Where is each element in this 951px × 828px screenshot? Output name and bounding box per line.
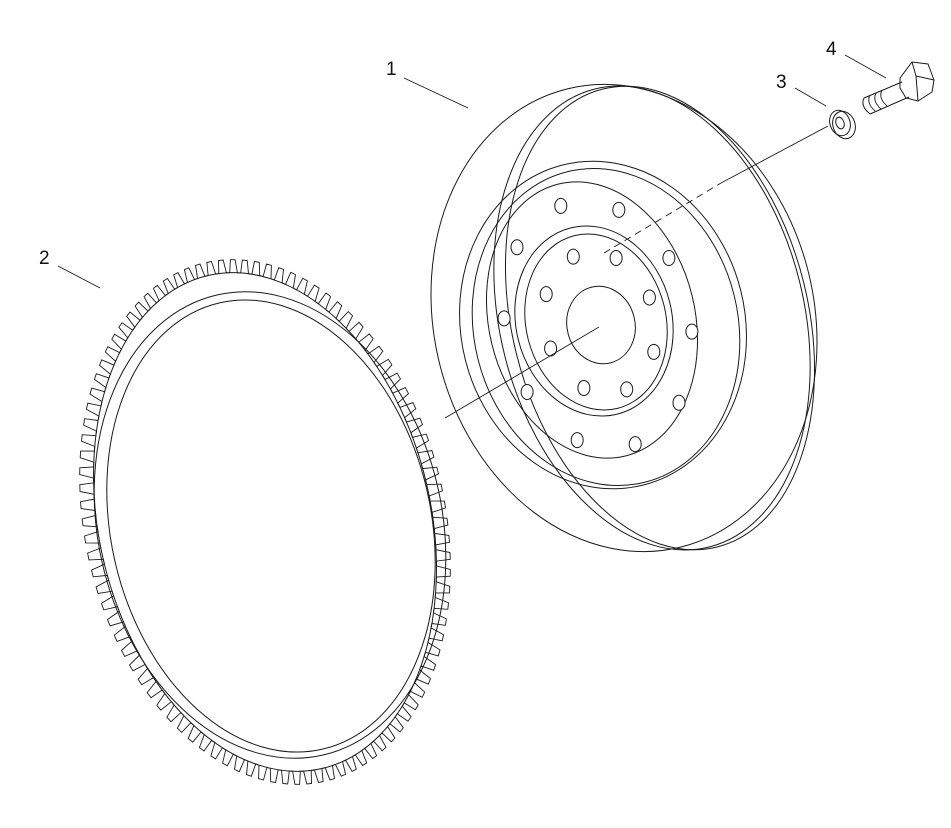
outer-bolt-hole (497, 310, 511, 327)
outer-bolt-hole (510, 239, 524, 256)
flywheel-face-step-1 (459, 160, 747, 490)
bolt-axis-line (720, 125, 829, 184)
outer-bolt-hole (628, 436, 642, 453)
flywheel-face-step-2 (471, 168, 741, 486)
ring-gear-outer-rim (93, 272, 437, 772)
inner-bolt-hole (566, 248, 580, 265)
leader-1 (403, 77, 469, 109)
callout-4: 4 (826, 39, 837, 60)
ring-gear-inner-rim (93, 291, 447, 759)
assembly-axis-line (444, 326, 600, 419)
outer-bolt-hole (570, 432, 584, 449)
bolt-axis-hidden-line (603, 182, 722, 254)
inner-bolt-hole (620, 381, 634, 398)
bolt (862, 61, 935, 115)
outer-bolt-hole (672, 394, 686, 411)
inner-bolt-hole (647, 343, 661, 360)
outer-bolt-hole (685, 323, 699, 340)
washer (829, 109, 856, 140)
flywheel-hub-ring-inner (524, 233, 668, 411)
flywheel-center-bore (566, 285, 636, 365)
callout-2: 2 (39, 248, 50, 269)
flywheel-back-rim-edge (493, 85, 811, 551)
outer-bolt-hole (612, 201, 626, 218)
flywheel (430, 83, 829, 553)
leader-2 (57, 265, 101, 289)
callout-1: 1 (386, 59, 397, 80)
callout-3: 3 (776, 72, 787, 93)
leader-3 (794, 87, 827, 107)
washer-hole (835, 116, 845, 130)
outer-bolt-hole (662, 250, 676, 266)
inner-bolt-hole (577, 380, 591, 396)
flywheel-bolt-holes (497, 197, 699, 453)
ring-gear-bore (106, 299, 436, 753)
bolt-shank (862, 81, 910, 115)
inner-bolt-hole (544, 340, 558, 357)
outer-bolt-hole (554, 197, 568, 214)
inner-bolt-hole (539, 286, 553, 303)
bolt-head (899, 61, 935, 102)
callout-leaders (57, 54, 887, 289)
bolt-thread-lines (868, 89, 888, 112)
inner-bolt-hole (609, 250, 623, 266)
inner-bolt-hole (642, 289, 656, 306)
outer-bolt-hole (520, 384, 534, 400)
washer-face (829, 109, 851, 137)
leader-4 (844, 54, 887, 79)
washer-outer (832, 110, 856, 140)
flywheel-hub-ring (514, 225, 674, 417)
flywheel-back-rim (504, 85, 816, 551)
ring-gear (79, 259, 451, 785)
ring-gear-teeth (79, 259, 451, 785)
flywheel-hub-outer (485, 181, 699, 459)
flywheel-face (430, 83, 818, 553)
